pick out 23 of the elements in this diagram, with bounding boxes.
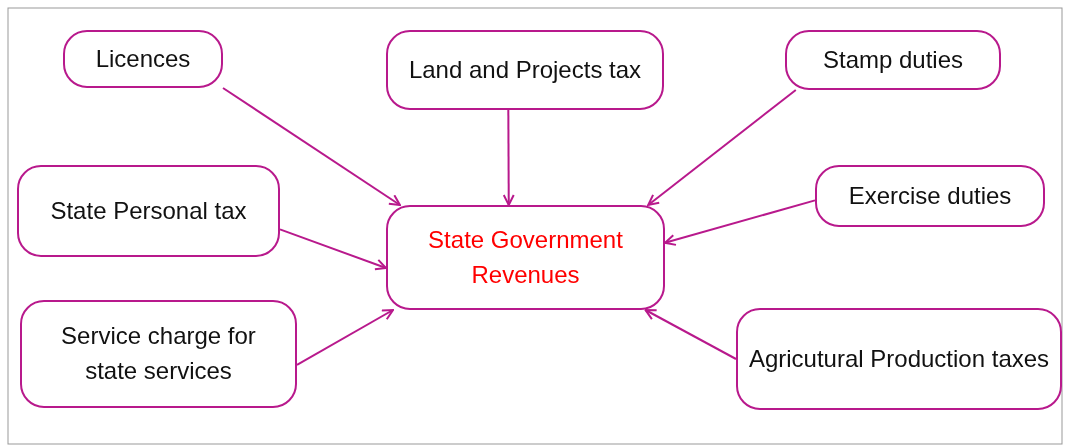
source-box: [736, 308, 1062, 410]
source-box: [20, 300, 297, 408]
arrow: [279, 228, 387, 271]
node-label: State Personal tax: [50, 195, 247, 226]
arrow: [647, 89, 797, 206]
arrow: [502, 109, 515, 206]
node-label: Stamp duties: [822, 44, 964, 75]
source-box: [386, 30, 664, 110]
arrow: [664, 199, 816, 246]
source-box: [785, 30, 1001, 90]
node-label: State Government Revenues: [427, 224, 624, 290]
central-box: [386, 205, 665, 310]
node-label: Agricutural Production taxes: [748, 343, 1050, 374]
node-label: Land and Projects tax: [408, 54, 642, 85]
arrow: [222, 87, 401, 206]
source-box: [63, 30, 223, 88]
node-label: Service charge for state services: [60, 321, 257, 386]
node-label: Licences: [95, 43, 191, 74]
source-box: [815, 165, 1045, 227]
arrow: [644, 309, 737, 360]
source-box: [17, 165, 280, 257]
node-label: Exercise duties: [848, 180, 1012, 211]
arrow: [296, 309, 394, 366]
